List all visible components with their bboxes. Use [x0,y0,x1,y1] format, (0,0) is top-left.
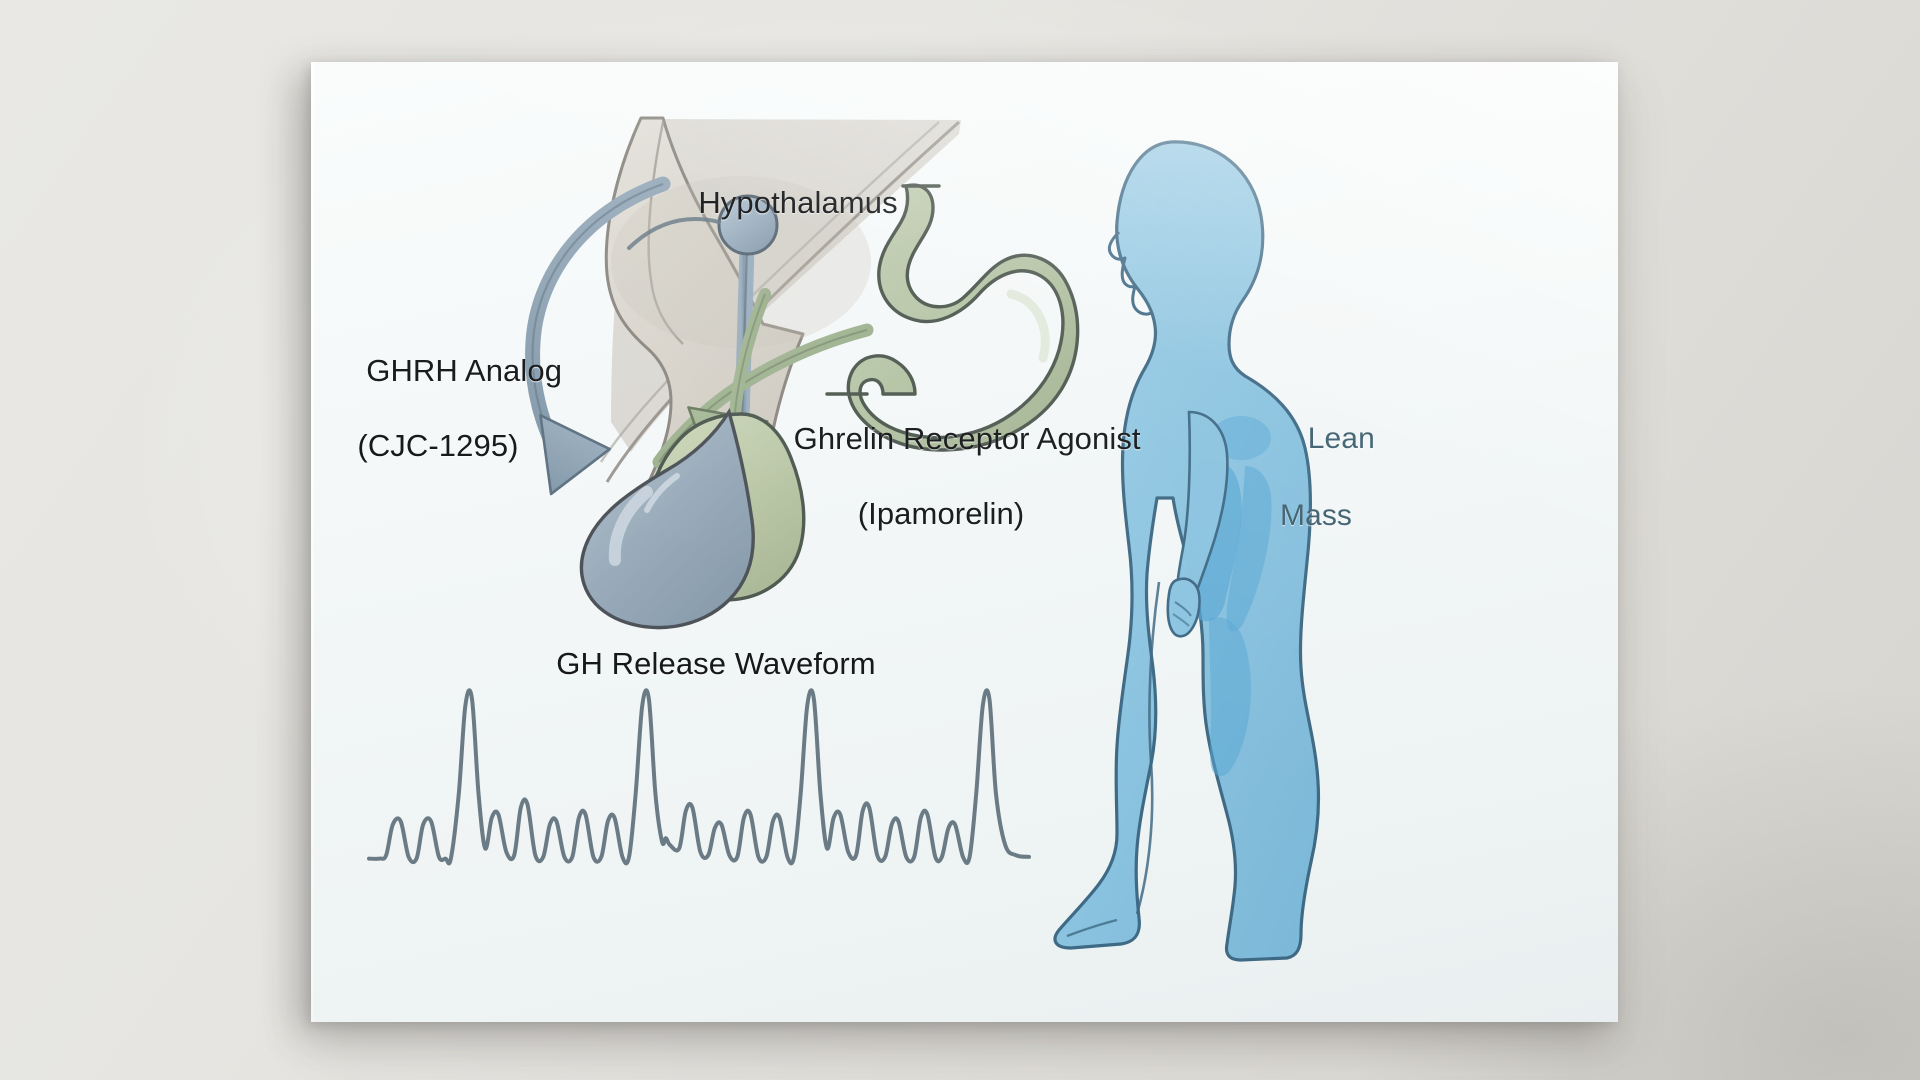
label-ghrh-line2: (CJC-1295) [357,428,519,464]
label-ghrh-line1: GHRH Analog [366,352,563,388]
label-hypothalamus: Hypothalamus [698,185,898,220]
label-ghrelin-line1: Ghrelin Receptor Agonist [793,420,1141,456]
label-gh-release-waveform: GH Release Waveform [556,646,876,681]
illustration-card: Hypothalamus GHRH Analog (CJC-1295) Ghre… [311,62,1618,1022]
label-lean-mass: Lean Mass [1241,382,1391,612]
label-ghrelin-line2: (Ipamorelin) [857,496,1025,532]
label-lean-mass-line2: Mass [1279,499,1353,533]
label-ghrelin-agonist: Ghrelin Receptor Agonist (Ipamorelin) [741,382,1141,609]
label-ghrh-analog: GHRH Analog (CJC-1295) [313,314,563,541]
waveform-trace [367,688,1031,866]
label-lean-mass-line1: Lean [1307,422,1375,456]
